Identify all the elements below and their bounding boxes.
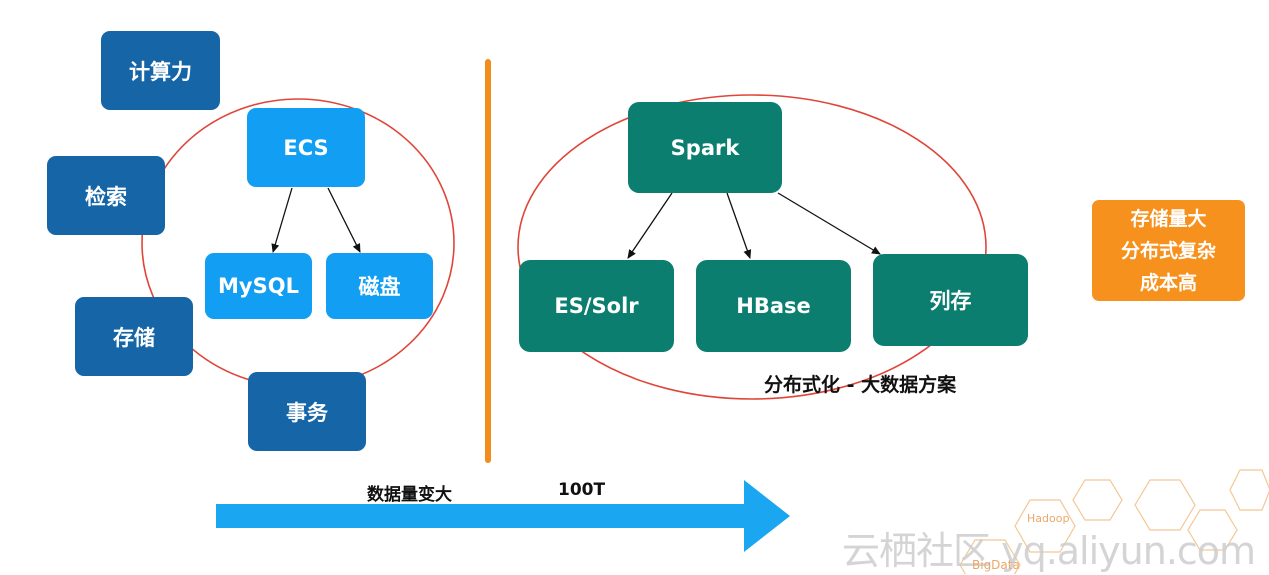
search-box: 检索 [47,156,165,235]
storage-box: 存储 [75,297,193,376]
cost-note-line-3: 成本高 [1139,271,1197,294]
hbase-box: HBase [696,260,851,352]
storage-label: 存储 [113,325,155,350]
es-solr-label: ES/Solr [554,294,639,318]
arrow-ecs-disk [327,187,361,253]
cost-note-line-2: 分布式复杂 [1120,239,1216,262]
data-growth-arrow [216,480,790,552]
axis-value: 100T [558,480,606,500]
cost-note-box: 存储量大 分布式复杂 成本高 [1092,200,1245,301]
ecs-box: ECS [247,108,365,187]
watermark-tag-hadoop: Hadoop [1027,512,1070,525]
arrow-ecs-mysql [271,187,293,253]
spark-box: Spark [628,102,782,193]
disk-label: 磁盘 [358,275,401,299]
cost-note-line-1: 存储量大 [1130,207,1207,230]
compute-box: 计算力 [101,31,220,110]
distributed-caption: 分布式化 - 大数据方案 [764,374,957,396]
es-solr-box: ES/Solr [519,260,674,352]
hbase-label: HBase [736,294,811,318]
columnar-label: 列存 [929,289,972,313]
right-ellipse [517,94,987,400]
disk-box: 磁盘 [326,253,433,319]
columnar-box: 列存 [873,254,1028,346]
axis-label: 数据量变大 [367,485,452,505]
transaction-label: 事务 [286,400,328,425]
transaction-box: 事务 [248,372,366,451]
watermark-hexagons [959,469,1269,574]
arrow-spark-es [627,192,673,259]
mysql-box: MySQL [205,253,312,319]
spark-label: Spark [670,135,740,160]
mysql-label: MySQL [218,274,299,298]
ecs-label: ECS [283,135,329,160]
arrow-spark-columnar [777,192,881,255]
watermark-text: 云栖社区 yq.aliyun.com [842,529,1256,573]
search-label: 检索 [85,184,127,209]
watermark-tag-bigdata: BigData [972,558,1020,572]
arrow-spark-hbase [726,192,752,259]
compute-label: 计算力 [129,59,192,84]
